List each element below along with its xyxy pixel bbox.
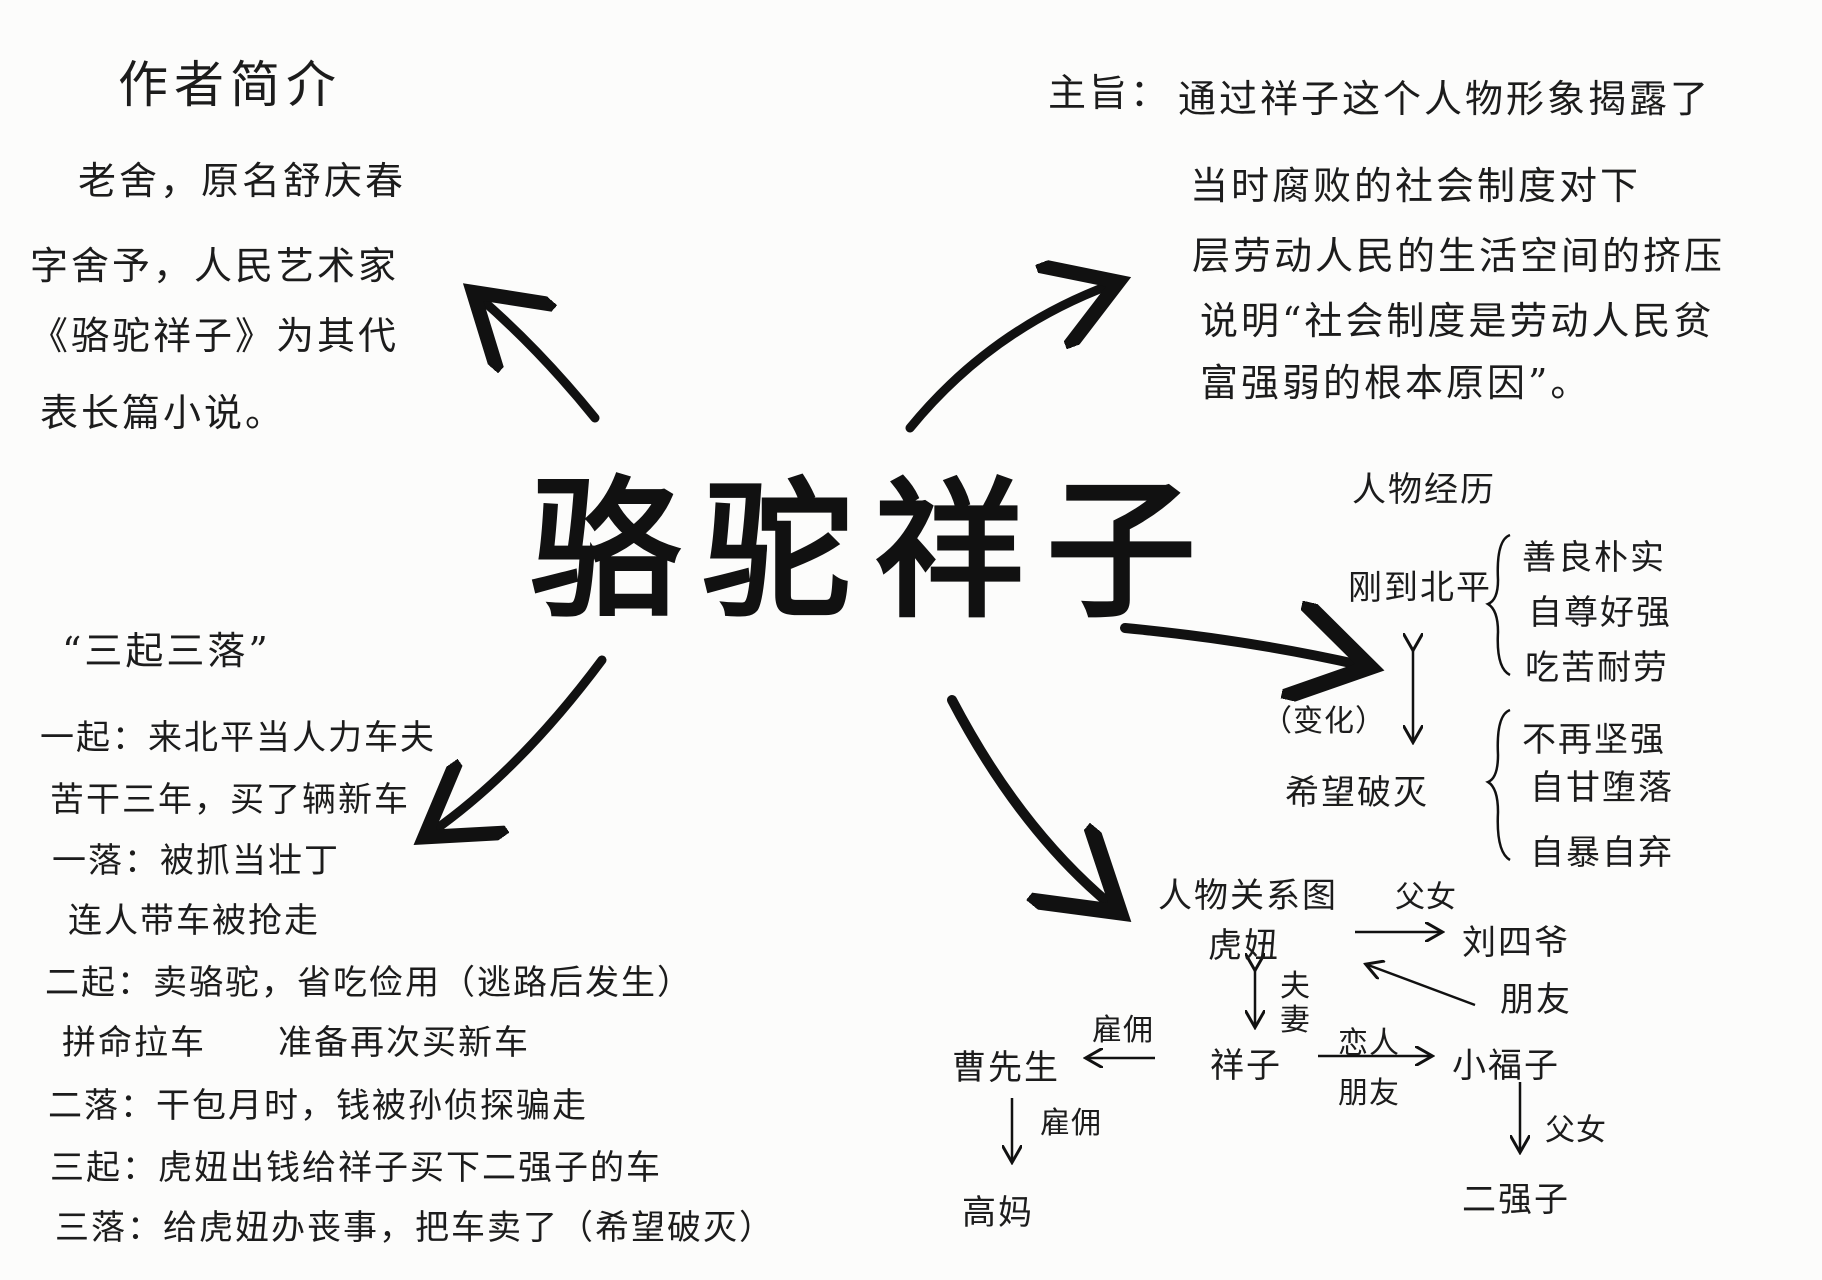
edge-label-xiangzi-xiaofuzi-bottom: 朋友 [1338,1076,1400,1111]
arrow-to-theme [905,285,1110,433]
author-line: 《骆驼祥子》为其代 [30,314,400,358]
node-xiaofuzi: 小福子 [1452,1046,1560,1086]
later-trait: 不再坚强 [1522,720,1666,760]
arrow-to-author [480,298,600,423]
edge-xiaofuzi-huniu [1368,965,1476,1007]
rises-line: 一起：来北平当人力车夫 [40,718,436,758]
early-trait: 吃苦耐劳 [1525,648,1669,688]
node-huniu: 虎妞 [1208,926,1280,966]
edge-label-cao-xiangzi: 雇佣 [1092,1013,1154,1048]
node-cao: 曹先生 [952,1048,1060,1088]
rises-line: 拼命拉车 准备再次买新车 [62,1023,530,1063]
author-line: 老舍，原名舒庆春 [78,159,407,203]
node-liusiye: 刘四爷 [1462,923,1570,963]
edge-label-xiaofuzi-erqiangzi: 父女 [1545,1113,1607,1148]
arrow-to-rises [432,655,607,832]
arrow-to-experience [1120,628,1360,665]
brace-later [1485,708,1511,862]
center-title: 骆驼祥子 [530,463,1219,639]
rises-line: 一落：被抓当壮丁 [52,841,340,881]
experience-early: 刚到北平 [1348,568,1492,608]
node-xiangzi: 祥子 [1210,1046,1282,1086]
rises-line: 二起：卖骆驼，省吃俭用（逃路后发生） [45,963,693,1003]
author-line: 表长篇小说。 [40,391,287,435]
theme-label: 主旨： [1048,71,1172,115]
arrow-to-relations [947,695,1112,906]
brace-early [1485,533,1511,677]
later-trait: 自暴自弃 [1530,833,1674,873]
theme-line: 富强弱的根本原因”。 [1200,361,1592,405]
edge-label-huniu-liusiye: 父女 [1395,880,1457,915]
edge-label-huniu-xiaofuzi: 朋友 [1500,980,1572,1020]
rises-line: 连人带车被抢走 [68,901,320,941]
theme-line: 层劳动人民的生活空间的挤压 [1192,234,1726,278]
early-trait: 自尊好强 [1528,593,1672,633]
later-trait: 自甘堕落 [1530,768,1674,808]
theme-line: 通过祥子这个人物形象揭露了 [1178,77,1712,121]
author-heading: 作者简介 [118,56,342,114]
experience-later: 希望破灭 [1285,773,1429,813]
author-line: 字舍予，人民艺术家 [30,244,400,288]
experience-heading: 人物经历 [1352,470,1496,510]
rises-heading: “三起三落” [62,629,271,673]
edge-label-cao-gaoma: 雇佣 [1040,1106,1102,1141]
experience-change: （变化） [1262,704,1386,739]
edge-label-xiangzi-xiaofuzi-top: 恋人 [1338,1026,1400,1061]
theme-line: 当时腐败的社会制度对下 [1190,164,1642,208]
rises-line: 三落：给虎妞办丧事，把车卖了（希望破灭） [55,1208,775,1248]
relations-heading: 人物关系图 [1158,876,1338,916]
node-erqiangzi: 二强子 [1462,1180,1570,1220]
edge-label-huniu-xiangzi: 夫妻 [1280,969,1311,1038]
early-trait: 善良朴实 [1522,538,1666,578]
node-gaoma: 高妈 [962,1193,1034,1233]
theme-line: 说明“社会制度是劳动人民贫 [1200,299,1715,343]
rises-line: 三起：虎妞出钱给祥子买下二强子的车 [50,1148,662,1188]
rises-line: 二落：干包月时，钱被孙侦探骗走 [48,1086,588,1126]
rises-line: 苦干三年，买了辆新车 [50,780,410,820]
